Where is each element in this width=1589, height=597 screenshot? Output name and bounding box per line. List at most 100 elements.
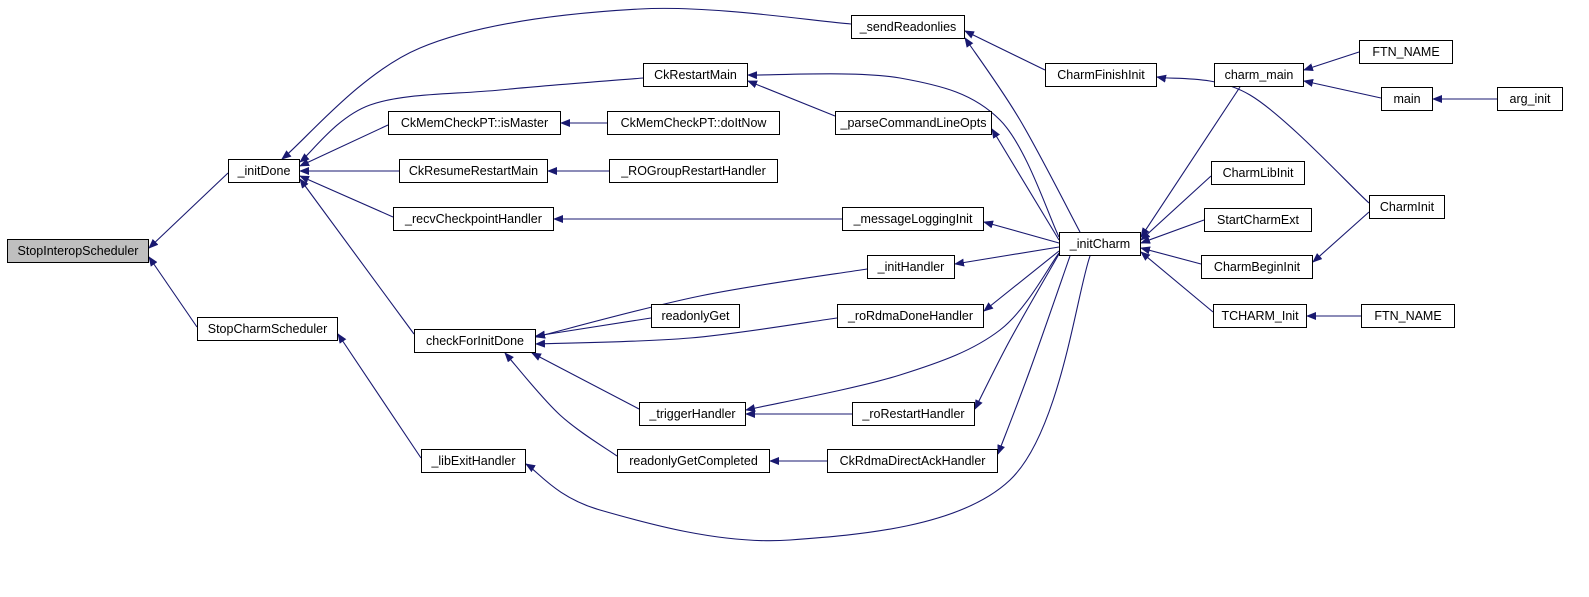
node-label: arg_init <box>1509 91 1551 106</box>
edge-initHandler-to-checkForInitDone <box>535 268 868 339</box>
node-readonlyGet[interactable]: readonlyGet <box>651 304 740 328</box>
edge-startCharmExt-to-initCharm <box>1140 219 1205 244</box>
edge-initCharm-to-sendReadonlies <box>964 37 1081 233</box>
node-label: _roRdmaDoneHandler <box>847 308 974 323</box>
node-argInit[interactable]: arg_init <box>1497 87 1563 111</box>
node-label: FTN_NAME <box>1374 308 1442 323</box>
node-label: main <box>1393 91 1421 106</box>
node-charmFinishInit[interactable]: CharmFinishInit <box>1045 63 1157 87</box>
node-initCharm[interactable]: _initCharm <box>1059 232 1141 256</box>
edge-recvCheckpointHandler-to-initDone <box>299 175 394 218</box>
node-ckRestartMain[interactable]: CkRestartMain <box>643 63 748 87</box>
node-label: CharmInit <box>1379 199 1435 214</box>
edge-charmInit-to-charmBeginInit <box>1312 211 1370 263</box>
node-label: CkRestartMain <box>654 67 737 82</box>
edge-initCharm-to-ckRestartMain <box>747 71 1060 238</box>
node-stopInteropScheduler: StopInteropScheduler <box>7 239 149 263</box>
node-charmMain[interactable]: charm_main <box>1214 63 1304 87</box>
node-ckRdmaDirectAckHandler[interactable]: CkRdmaDirectAckHandler <box>827 449 998 473</box>
node-label: _initDone <box>237 163 291 178</box>
edge-tcharmInit-to-initCharm <box>1140 251 1214 313</box>
node-label: checkForInitDone <box>426 333 524 348</box>
node-label: readonlyGet <box>661 308 730 323</box>
node-label: _triggerHandler <box>649 406 736 421</box>
edge-initCharm-to-roRdmaDoneHandler <box>983 250 1060 312</box>
node-label: StopCharmScheduler <box>207 321 328 336</box>
node-checkForInitDone[interactable]: checkForInitDone <box>414 329 536 353</box>
edge-readonlyGet-to-checkForInitDone <box>535 317 652 339</box>
node-charmBeginInit[interactable]: CharmBeginInit <box>1201 255 1313 279</box>
node-label: _sendReadonlies <box>859 19 957 34</box>
node-label: _recvCheckpointHandler <box>405 211 542 226</box>
edge-initCharm-to-parseCommandLineOpts <box>991 128 1060 241</box>
node-tcharmInit[interactable]: TCHARM_Init <box>1213 304 1307 328</box>
node-initDone[interactable]: _initDone <box>228 159 300 183</box>
node-ckResumeRestartMain[interactable]: CkResumeRestartMain <box>399 159 548 183</box>
edge-initCharm-to-messageLoggingInit <box>983 220 1060 244</box>
node-label: _libExitHandler <box>431 453 516 468</box>
node-label: _initHandler <box>877 259 945 274</box>
node-readonlyGetCompleted[interactable]: readonlyGetCompleted <box>617 449 770 473</box>
node-startCharmExt[interactable]: StartCharmExt <box>1204 208 1312 232</box>
edge-stopCharmScheduler-to-stopInteropScheduler <box>148 256 198 328</box>
node-messageLoggingInit[interactable]: _messageLoggingInit <box>842 207 984 231</box>
edge-charmInit-to-charmFinishInit <box>1156 74 1370 204</box>
node-ftnNameBottom[interactable]: FTN_NAME <box>1361 304 1455 328</box>
edge-charmMain-to-initCharm <box>1140 86 1241 238</box>
edge-initDone-to-stopInteropScheduler <box>148 172 229 249</box>
node-label: StopInteropScheduler <box>17 243 139 258</box>
node-parseCommandLineOpts[interactable]: _parseCommandLineOpts <box>835 111 992 135</box>
node-label: CharmLibInit <box>1222 165 1294 180</box>
node-label: CkMemCheckPT::isMaster <box>400 115 549 130</box>
edge-charmFinishInit-to-sendReadonlies <box>964 30 1046 71</box>
edge-triggerHandler-to-checkForInitDone <box>531 352 640 410</box>
node-label: _roRestartHandler <box>862 406 965 421</box>
node-initHandler[interactable]: _initHandler <box>867 255 955 279</box>
node-ckMemIsMaster[interactable]: CkMemCheckPT::isMaster <box>388 111 561 135</box>
node-label: charm_main <box>1224 67 1294 82</box>
edge-ckRestartMain-to-initDone <box>299 77 644 163</box>
node-mainFn[interactable]: main <box>1381 87 1433 111</box>
node-label: _ROGroupRestartHandler <box>621 163 766 178</box>
node-label: _initCharm <box>1069 236 1131 251</box>
edge-ckMemIsMaster-to-initDone <box>299 124 389 167</box>
node-label: StartCharmExt <box>1217 212 1299 227</box>
edge-parseCommandLineOpts-to-ckRestartMain <box>747 80 836 117</box>
node-label: CharmFinishInit <box>1057 67 1145 82</box>
node-label: _parseCommandLineOpts <box>840 115 987 130</box>
edge-mainFn-to-charmMain <box>1303 79 1382 99</box>
node-charmInit[interactable]: CharmInit <box>1369 195 1445 219</box>
node-ftnNameTop[interactable]: FTN_NAME <box>1359 40 1453 64</box>
node-recvCheckpointHandler[interactable]: _recvCheckpointHandler <box>393 207 554 231</box>
node-roRdmaDoneHandler[interactable]: _roRdmaDoneHandler <box>837 304 984 328</box>
node-label: CkRdmaDirectAckHandler <box>839 453 986 468</box>
node-label: CkResumeRestartMain <box>408 163 539 178</box>
edge-ftnNameTop-to-charmMain <box>1303 51 1360 72</box>
edge-initCharm-to-initHandler <box>954 246 1060 267</box>
node-roRestartHandler[interactable]: _roRestartHandler <box>852 402 975 426</box>
edge-roRdmaDoneHandler-to-checkForInitDone <box>535 317 838 348</box>
edge-initCharm-to-triggerHandler <box>745 252 1060 412</box>
node-charmLibInit[interactable]: CharmLibInit <box>1211 161 1305 185</box>
node-ckMemDoItNow[interactable]: CkMemCheckPT::doItNow <box>607 111 780 135</box>
node-sendReadonlies[interactable]: _sendReadonlies <box>851 15 965 39</box>
node-label: CharmBeginInit <box>1213 259 1301 274</box>
edge-initCharm-to-libExitHandler <box>525 255 1091 542</box>
node-triggerHandler[interactable]: _triggerHandler <box>639 402 746 426</box>
edge-checkForInitDone-to-initDone <box>299 178 415 335</box>
node-stopCharmScheduler[interactable]: StopCharmScheduler <box>197 317 338 341</box>
edge-libExitHandler-to-stopCharmScheduler <box>337 333 422 459</box>
edge-sendReadonlies-to-initDone <box>281 7 852 160</box>
edge-charmLibInit-to-initCharm <box>1140 175 1212 241</box>
node-label: _messageLoggingInit <box>853 211 973 226</box>
edge-readonlyGetCompleted-to-checkForInitDone <box>504 352 618 457</box>
node-roGroupRestartHandler[interactable]: _ROGroupRestartHandler <box>609 159 778 183</box>
node-label: TCHARM_Init <box>1221 308 1299 323</box>
node-label: FTN_NAME <box>1372 44 1440 59</box>
node-label: CkMemCheckPT::doItNow <box>620 115 767 130</box>
node-libExitHandler[interactable]: _libExitHandler <box>421 449 526 473</box>
edge-initCharm-to-roRestartHandler <box>974 253 1060 410</box>
edge-initCharm-to-ckRdmaDirectAckHandler <box>997 255 1071 455</box>
